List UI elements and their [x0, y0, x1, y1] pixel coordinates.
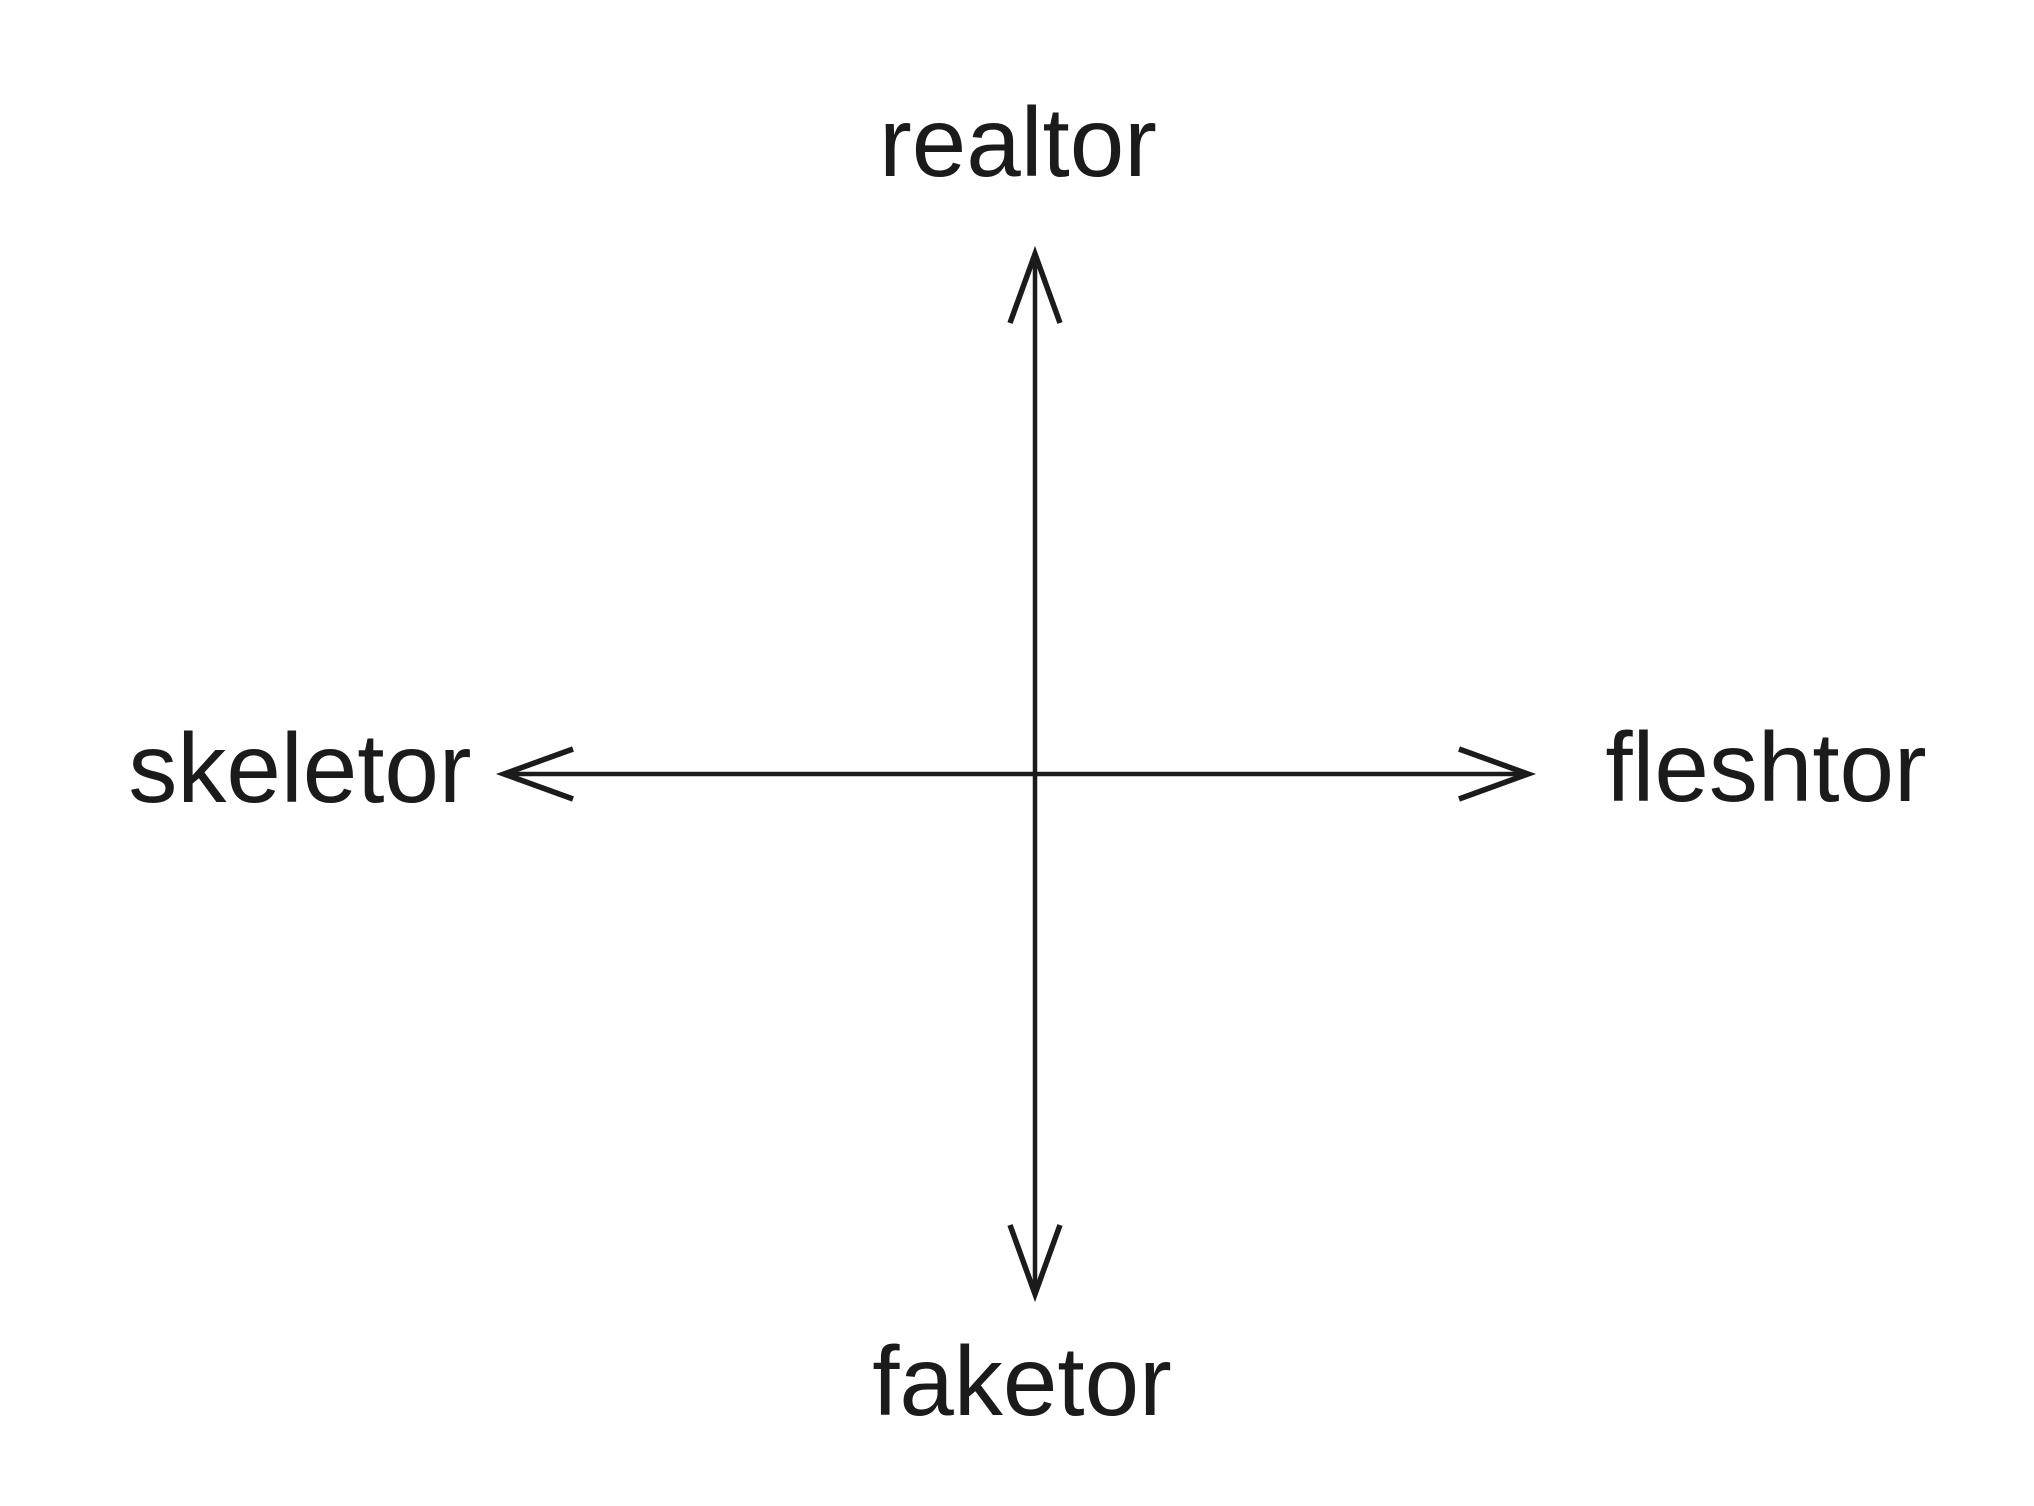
axis-label-right: fleshtor	[1605, 712, 1927, 822]
axis-label-left: skeletor	[128, 713, 472, 823]
arrowhead-up-icon	[1007, 245, 1063, 324]
axis-label-top: realtor	[879, 87, 1157, 197]
arrowhead-right-icon	[1458, 746, 1537, 802]
arrowhead-down-icon	[1007, 1224, 1063, 1303]
arrowhead-left-icon	[495, 746, 574, 802]
axis-label-bottom: faketor	[872, 1326, 1172, 1436]
